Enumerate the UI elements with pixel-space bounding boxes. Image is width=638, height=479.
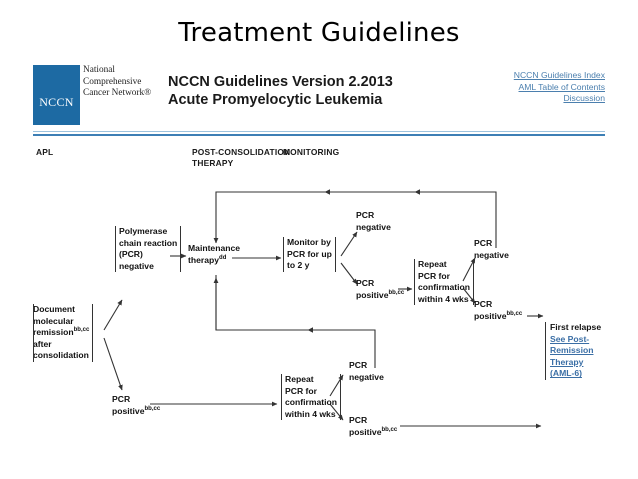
node-pcr-negative-bottom: PCR negative bbox=[349, 360, 384, 383]
pcrposright-line1: PCR bbox=[474, 299, 493, 309]
link-guidelines-index[interactable]: NCCN Guidelines Index bbox=[513, 70, 605, 80]
node-pcr-positive-bottom: PCR positivebb,cc bbox=[349, 415, 397, 438]
pcrposmid-sup: bb,cc bbox=[388, 289, 405, 296]
pcrbox-line2: chain reaction bbox=[119, 237, 178, 248]
maint-line2: therapydd bbox=[188, 255, 240, 267]
repeatbot-line3: confirmation bbox=[285, 397, 338, 408]
document-title-line1: NCCN Guidelines Version 2.2013 bbox=[168, 74, 393, 90]
node-monitor-by-pcr: Monitor by PCR for up to 2 y bbox=[283, 237, 336, 272]
relapse-link-line2[interactable]: Remission bbox=[550, 345, 594, 356]
doc-line2: molecular bbox=[33, 315, 74, 326]
repeattop-line3: confirmation bbox=[418, 282, 471, 293]
node-repeat-pcr-top: Repeat PCR for confirmation within 4 wks bbox=[414, 259, 475, 306]
monitor-line1: Monitor by bbox=[287, 237, 331, 247]
node-pcr-positive-right: PCR positivebb,cc bbox=[474, 299, 522, 322]
doc-line4: after bbox=[33, 338, 52, 349]
pcrnegright-line1: PCR bbox=[474, 238, 493, 248]
maint-line1: Maintenance bbox=[188, 243, 241, 253]
post-consolidation-line1: POST-CONSOLIDATION bbox=[192, 147, 291, 157]
monitor-line2: PCR for up bbox=[287, 248, 332, 259]
repeatbot-line4: within 4 wks bbox=[285, 408, 336, 419]
relapse-link-line4[interactable]: (AML-6) bbox=[550, 368, 582, 379]
link-aml-table-of-contents[interactable]: AML Table of Contents bbox=[518, 81, 605, 92]
pcrposright-sup: bb,cc bbox=[506, 310, 523, 317]
pcrposright-text: positive bbox=[474, 310, 507, 321]
pcrnegbot-line1: PCR bbox=[349, 360, 368, 370]
column-header-monitoring: MONITORING bbox=[283, 147, 340, 157]
nccn-header: NCCN National Comprehensive Cancer Netwo… bbox=[33, 63, 605, 133]
pcrposleft-text: positive bbox=[112, 405, 145, 416]
repeattop-line1: Repeat bbox=[418, 259, 447, 269]
header-rule-light bbox=[33, 131, 605, 132]
pcrbox-line1: Polymerase bbox=[119, 226, 168, 236]
header-links: NCCN Guidelines Index AML Table of Conte… bbox=[445, 70, 605, 105]
doc-line5: consolidation bbox=[33, 350, 89, 361]
relapse-link-line3[interactable]: Therapy bbox=[550, 356, 584, 367]
pcrposmid-text: positive bbox=[356, 289, 389, 300]
doc-line3: remissionbb,cc bbox=[33, 327, 89, 339]
node-pcr-negative-right: PCR negative bbox=[474, 238, 509, 261]
pcrposbot-line2: positivebb,cc bbox=[349, 427, 397, 439]
pcrposmid-line2: positivebb,cc bbox=[356, 290, 404, 302]
document-title-line2: Acute Promyelocytic Leukemia bbox=[168, 92, 383, 108]
maint-sup: dd bbox=[219, 254, 227, 261]
nccn-logo: NCCN bbox=[33, 65, 80, 125]
node-repeat-pcr-bottom: Repeat PCR for confirmation within 4 wks bbox=[281, 374, 342, 421]
nccn-logo-text: NCCN bbox=[39, 95, 74, 109]
pcrposmid-line1: PCR bbox=[356, 278, 375, 288]
doc-line3-text: remission bbox=[33, 327, 74, 338]
node-pcr-negative-box: Polymerase chain reaction (PCR) negative bbox=[115, 226, 182, 273]
post-consolidation-line2: THERAPY bbox=[192, 158, 234, 168]
header-rule bbox=[33, 134, 605, 137]
pcrbox-line4: negative bbox=[119, 260, 154, 271]
pcrnegright-line2: negative bbox=[474, 249, 509, 260]
node-first-relapse: First relapse See Post- Remission Therap… bbox=[545, 322, 601, 380]
maint-text: therapy bbox=[188, 254, 220, 265]
pcrposright-line2: positivebb,cc bbox=[474, 311, 522, 323]
monitor-line3: to 2 y bbox=[287, 260, 310, 271]
pcrnegmid-line1: PCR bbox=[356, 210, 375, 220]
node-maintenance-therapy: Maintenance therapydd bbox=[188, 243, 240, 266]
node-pcr-negative-mid: PCR negative bbox=[356, 210, 391, 233]
repeattop-line2: PCR for bbox=[418, 270, 450, 281]
node-pcr-positive-left: PCR positivebb,cc bbox=[112, 394, 160, 417]
relapse-title: First relapse bbox=[550, 322, 602, 332]
document-title: NCCN Guidelines Version 2.2013 Acute Pro… bbox=[168, 73, 393, 109]
pcrposleft-sup: bb,cc bbox=[144, 405, 161, 412]
pcrnegbot-line2: negative bbox=[349, 371, 384, 382]
repeattop-line4: within 4 wks bbox=[418, 293, 469, 304]
pcrposleft-line2: positivebb,cc bbox=[112, 406, 160, 418]
pcrnegmid-line2: negative bbox=[356, 221, 391, 232]
pcrposbot-line1: PCR bbox=[349, 415, 368, 425]
pcrbox-line3: (PCR) bbox=[119, 249, 143, 260]
doc-line1: Document bbox=[33, 304, 76, 314]
page-title: Treatment Guidelines bbox=[178, 18, 460, 48]
link-discussion[interactable]: Discussion bbox=[563, 93, 605, 104]
column-header-post-consolidation-therapy: POST-CONSOLIDATION THERAPY bbox=[192, 147, 290, 169]
pcrposleft-line1: PCR bbox=[112, 394, 131, 404]
column-header-apl: APL bbox=[36, 147, 54, 157]
relapse-link-line1[interactable]: See Post- bbox=[550, 333, 590, 344]
repeatbot-line2: PCR for bbox=[285, 385, 317, 396]
pcrposbot-sup: bb,cc bbox=[381, 426, 398, 433]
repeatbot-line1: Repeat bbox=[285, 374, 314, 384]
node-pcr-positive-mid: PCR positivebb,cc bbox=[356, 278, 404, 301]
node-document-molecular-remission: Document molecular remissionbb,cc after … bbox=[33, 304, 94, 362]
doc-line3-sup: bb,cc bbox=[73, 327, 90, 334]
nccn-wordmark: National Comprehensive Cancer Network® bbox=[83, 65, 152, 99]
pcrposbot-text: positive bbox=[349, 426, 382, 437]
